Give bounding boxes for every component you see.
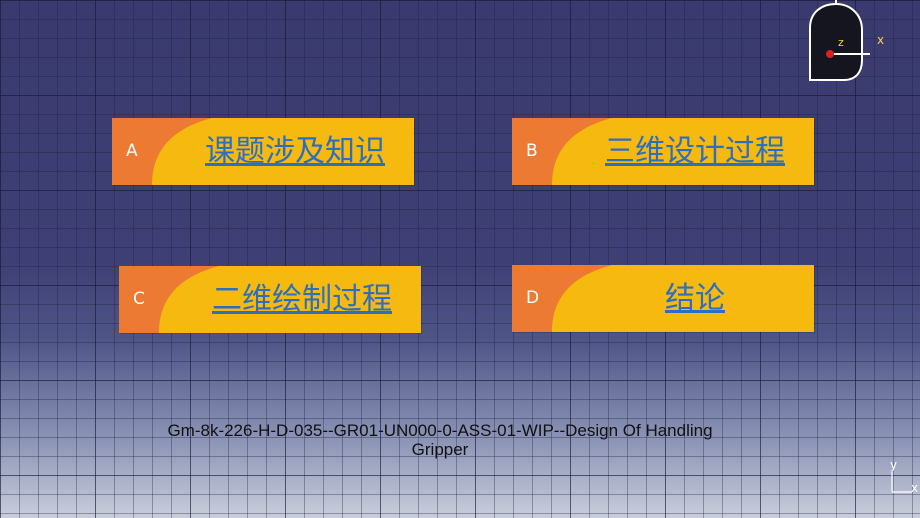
axis-x-label: x — [911, 481, 918, 495]
compass-x-label: x — [877, 33, 884, 47]
document-name: Gm-8k-226-H-D-035--GR01-UN000-0-ASS-01-W… — [120, 421, 760, 459]
card-letter: A — [126, 141, 138, 161]
card-letter: D — [526, 288, 540, 308]
card-b[interactable]: B 三维设计过程 — [512, 118, 814, 185]
card-link-2d-drawing[interactable]: 二维绘制过程 — [212, 282, 392, 317]
axis-y-label: y — [890, 458, 897, 472]
compass-z-label: z — [838, 36, 844, 49]
card-a[interactable]: A 课题涉及知识 — [112, 118, 414, 185]
card-letter: C — [133, 289, 145, 309]
card-decoration-blob — [512, 118, 612, 185]
card-link-3d-design[interactable]: 三维设计过程 — [605, 134, 785, 169]
card-decoration-blob — [119, 266, 219, 333]
card-decoration-blob — [512, 265, 612, 332]
card-link-knowledge[interactable]: 课题涉及知识 — [205, 134, 385, 169]
card-link-conclusion[interactable]: 结论 — [665, 281, 725, 316]
card-letter: B — [526, 141, 538, 161]
card-d[interactable]: D 结论 — [512, 265, 814, 332]
document-name-line1: Gm-8k-226-H-D-035--GR01-UN000-0-ASS-01-W… — [167, 421, 713, 440]
card-c[interactable]: C 二维绘制过程 — [119, 266, 421, 333]
card-decoration-blob — [112, 118, 212, 185]
compass-icon[interactable]: z x — [800, 0, 900, 90]
document-name-line2: Gripper — [411, 440, 469, 459]
axis-triad-icon: y x — [890, 458, 918, 495]
